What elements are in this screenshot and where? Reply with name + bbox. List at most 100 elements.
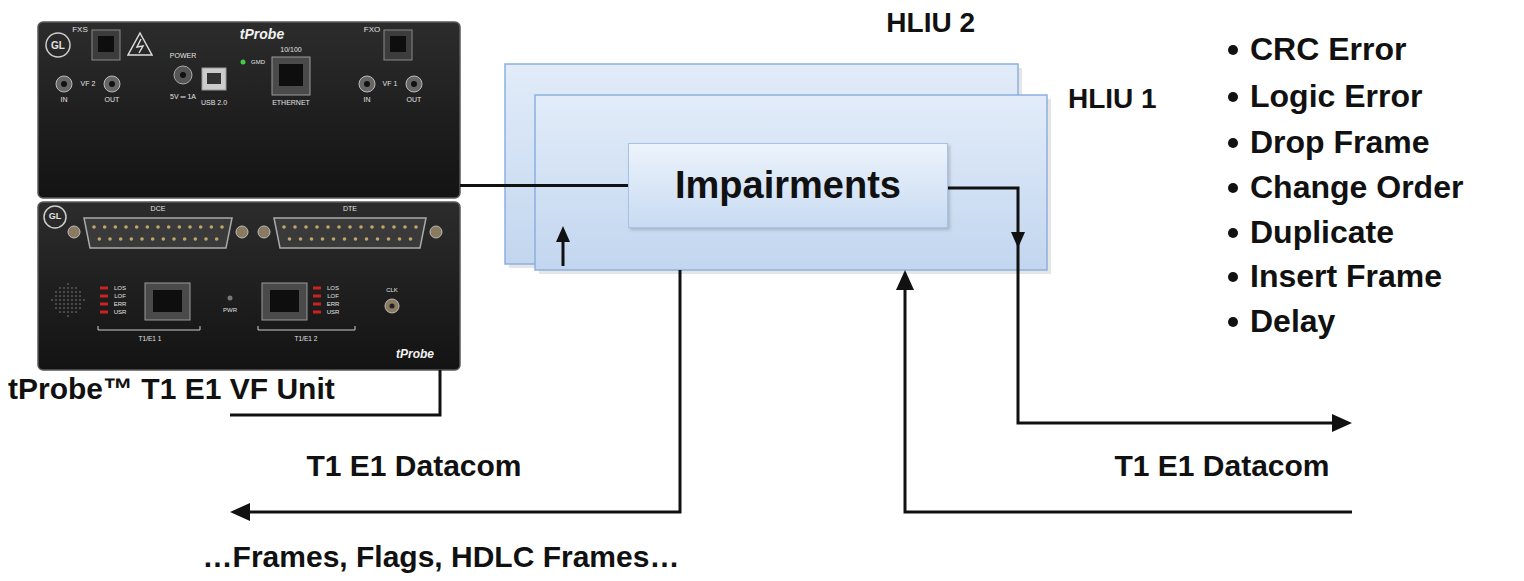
speaker-grille (55, 295, 57, 297)
usb-port (202, 68, 226, 90)
led-label: ERR (327, 301, 340, 308)
indicator-led (100, 295, 108, 298)
rj-jack (390, 36, 406, 52)
led-label: LOS (114, 285, 126, 292)
speaker-grille (79, 299, 81, 301)
hliu-panel: HLIU 1Impairments (535, 95, 1047, 270)
db25-connector (178, 225, 182, 229)
led-label: LOF (114, 293, 126, 300)
db25-connector (220, 225, 224, 229)
speaker-grille (75, 295, 77, 297)
link-label: T1 E1 Datacom (306, 449, 521, 482)
db25-connector (282, 225, 286, 229)
arrow-head (230, 226, 1352, 521)
speaker-grille (51, 299, 53, 301)
fault-type: Insert Frame (1250, 259, 1442, 294)
speaker-grille (59, 307, 61, 309)
db25-connector (114, 225, 118, 229)
db25-connector (376, 237, 380, 241)
logo-ring (46, 33, 70, 57)
speaker-grille (83, 299, 85, 301)
logo-ring (44, 206, 66, 228)
led-label: ERR (114, 301, 127, 308)
speaker-grille (55, 303, 57, 305)
speaker-grille (67, 315, 69, 317)
indicator-led (241, 60, 246, 65)
rj-jack (279, 64, 303, 86)
db25-connector (387, 237, 391, 241)
indicator-led (100, 311, 108, 314)
db25-connector (199, 225, 203, 229)
db25-connector (119, 237, 123, 241)
speaker-grille (71, 303, 73, 305)
panel-marking: IN (364, 96, 371, 104)
rj-jack (270, 290, 299, 312)
db25-connector (183, 237, 187, 241)
speaker-grille (55, 307, 57, 309)
db25-connector (370, 225, 374, 229)
warning-triangle (137, 39, 143, 53)
port-bracket (98, 326, 355, 330)
box-title: Impairments (675, 165, 901, 207)
arrow-head (230, 503, 250, 521)
fault-type: Logic Error (1250, 79, 1422, 114)
speaker-grille (51, 283, 85, 317)
device-caption: tProbe™ T1 E1 VF Unit (8, 372, 335, 405)
power-jack (180, 72, 186, 78)
signal-line (230, 188, 1352, 512)
clock-jack (385, 299, 399, 313)
bullet-dot (1228, 317, 1238, 327)
indicator-led (228, 296, 233, 301)
speaker-grille (59, 299, 61, 301)
speaker-grille (59, 287, 61, 289)
db25-connector (365, 237, 369, 241)
audio-jack (364, 81, 370, 87)
clock-jack (385, 299, 399, 313)
db25-connector (326, 225, 330, 229)
port-label: T1/E1 2 (295, 335, 318, 342)
db25-connector (215, 237, 219, 241)
speaker-grille (55, 299, 57, 301)
speaker-grille (71, 311, 73, 313)
rj-jack (153, 290, 182, 312)
rj-jack (92, 30, 412, 320)
logo-mark: GL (51, 40, 65, 51)
db25-connector (124, 225, 128, 229)
link-label: T1 E1 Datacom (1114, 449, 1329, 482)
speaker-grille (79, 303, 81, 305)
panel-outline (535, 95, 1047, 270)
arrow-head (1332, 414, 1352, 432)
audio-jack (56, 76, 422, 92)
db25-connector (293, 225, 297, 229)
usb-port (202, 68, 226, 90)
speaker-grille (71, 295, 73, 297)
signal-wire (460, 184, 628, 187)
led-label: USR (327, 309, 340, 316)
traffic-label: …Frames, Flags, HDLC Frames… (203, 540, 680, 573)
speaker-grille (75, 303, 77, 305)
indicator-led (100, 287, 108, 290)
audio-jack (411, 81, 417, 87)
panel-marking: IN (61, 96, 68, 104)
speaker-grille (63, 295, 65, 297)
speaker-grille (71, 299, 73, 301)
signal-line (905, 286, 1352, 512)
db25-connector (130, 237, 134, 241)
power-jack (174, 66, 192, 84)
usb-port (207, 73, 221, 84)
indicator-led (313, 295, 321, 298)
speaker-grille (63, 303, 65, 305)
db25-connector (414, 225, 418, 229)
indicator-led (313, 287, 321, 290)
speaker-grille (75, 299, 77, 301)
db25-connector (92, 225, 96, 229)
db25-connector (321, 237, 325, 241)
speaker-grille (55, 291, 57, 293)
speaker-grille (67, 283, 69, 285)
led-label: LOS (327, 285, 339, 292)
db25-connector (135, 225, 139, 229)
panel-heading: HLIU 2 (886, 8, 975, 39)
db25-connector (84, 218, 232, 248)
db25-connector (274, 218, 426, 248)
warning-triangle (128, 33, 152, 55)
